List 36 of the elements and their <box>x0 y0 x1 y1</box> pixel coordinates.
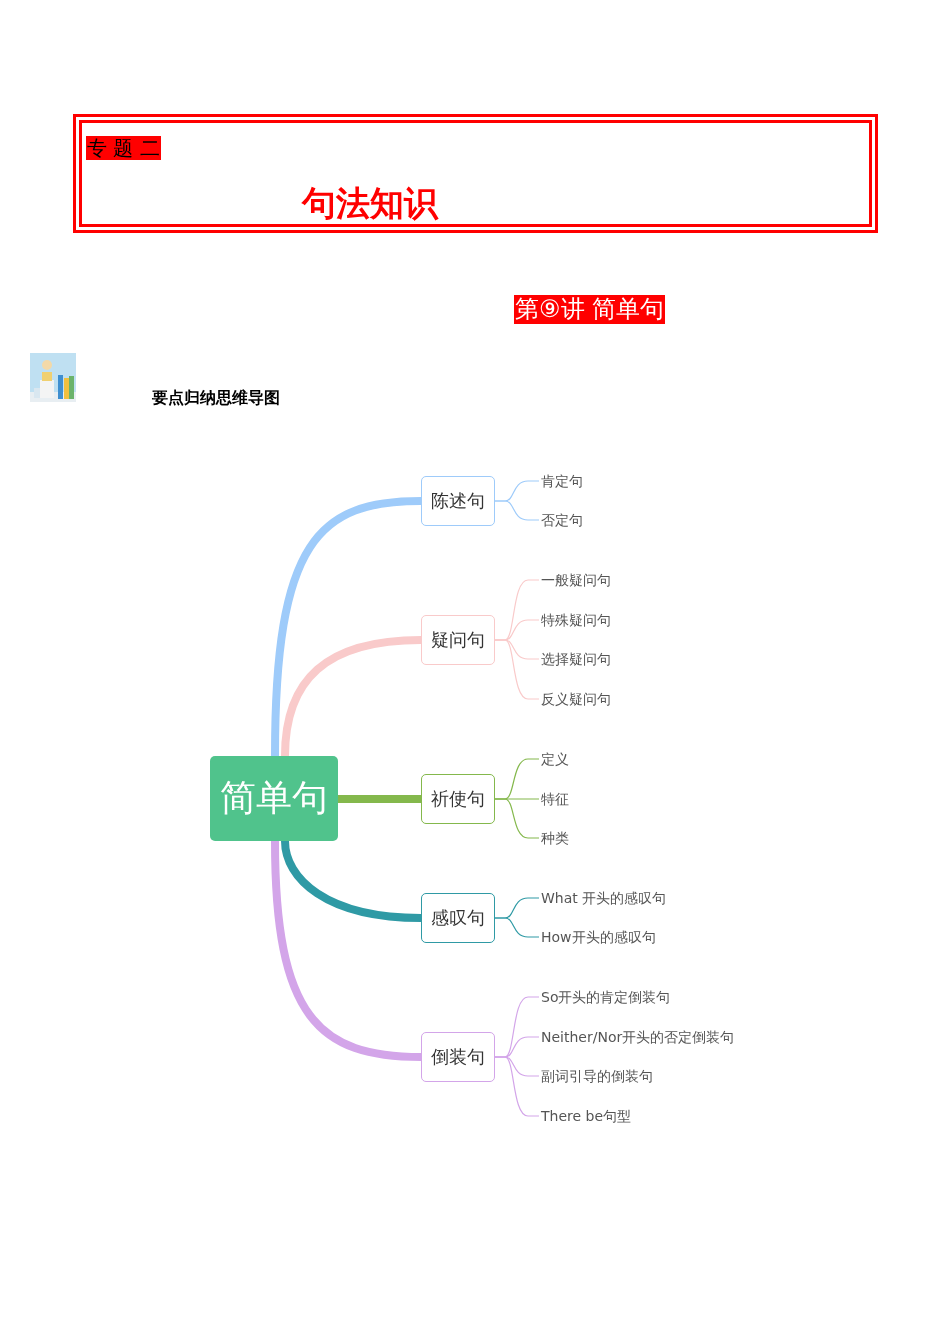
branch-line <box>281 636 422 757</box>
branch-line <box>271 840 422 1061</box>
subtopic-text: What 开头的感叹句 <box>541 889 667 907</box>
title-box <box>73 114 878 233</box>
lesson-heading: 第⑨讲 简单句 <box>514 295 666 324</box>
section-heading: 要点归纳思维导图 <box>152 388 280 408</box>
subtopic-text: 肯定句 <box>541 472 583 490</box>
connector <box>494 639 540 700</box>
branch-line <box>271 497 422 757</box>
title-text: 句法知识 <box>302 183 438 223</box>
topic-box: 祈使句 <box>421 774 495 824</box>
topic-box: 陈述句 <box>421 476 495 526</box>
subtopic-text: 特殊疑问句 <box>541 611 611 629</box>
subtopic-text: 选择疑问句 <box>541 650 611 668</box>
topic-box: 疑问句 <box>421 615 495 665</box>
subtopic-text: 反义疑问句 <box>541 690 611 708</box>
connector <box>494 500 540 521</box>
subtopic-text: 一般疑问句 <box>541 571 611 589</box>
root-box: 简单句 <box>210 756 338 841</box>
connector <box>494 917 540 938</box>
subtopic-text: 副词引导的倒装句 <box>541 1067 653 1085</box>
topic-box: 感叹句 <box>421 893 495 943</box>
connector <box>494 798 540 839</box>
subtopic-text: 否定句 <box>541 511 583 529</box>
connector <box>494 1056 540 1117</box>
topic-label: 专 题 二 <box>86 136 161 160</box>
branch-line <box>281 840 422 922</box>
subtopic-text: How开头的感叹句 <box>541 928 656 946</box>
subtopic-text: 特征 <box>541 790 569 808</box>
subtopic-text: 定义 <box>541 750 569 768</box>
subtopic-text: So开头的肯定倒装句 <box>541 988 671 1006</box>
branch-line <box>338 795 421 803</box>
subtopic-text: There be句型 <box>541 1107 632 1125</box>
subtopic-text: 种类 <box>541 829 569 847</box>
subtopic-text: Neither/Nor开头的否定倒装句 <box>541 1028 735 1046</box>
topic-box: 倒装句 <box>421 1032 495 1082</box>
